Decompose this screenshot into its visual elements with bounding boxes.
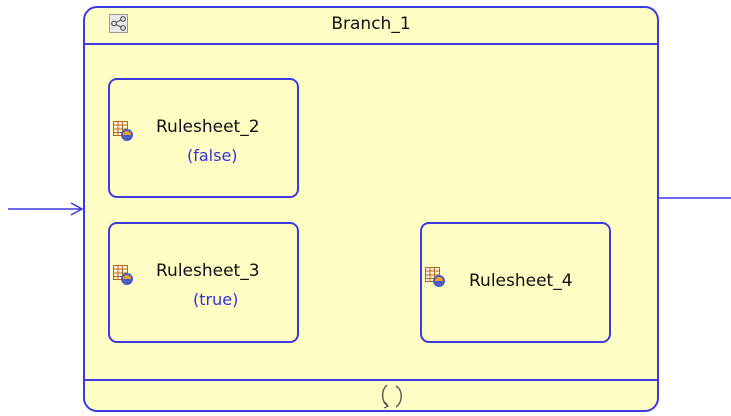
node-rulesheet-3[interactable]: Rulesheet_3 (true)	[108, 222, 299, 343]
node-label: Rulesheet_2	[156, 117, 260, 137]
node-rulesheet-2[interactable]: Rulesheet_2 (false)	[108, 78, 299, 198]
node-rulesheet-4[interactable]: Rulesheet_4	[420, 222, 611, 343]
rulesheet-icon	[113, 121, 133, 141]
edge-incoming	[8, 202, 84, 216]
branch-container[interactable]: Branch_1	[83, 6, 659, 412]
node-condition: (false)	[187, 146, 238, 165]
branch-icon	[109, 14, 128, 33]
branch-header: Branch_1	[85, 8, 657, 45]
node-label: Rulesheet_3	[156, 261, 260, 281]
node-label: Rulesheet_4	[469, 271, 573, 291]
branch-footer	[85, 379, 657, 410]
rulesheet-icon	[425, 267, 445, 287]
node-condition: (true)	[193, 290, 239, 309]
loop-icon[interactable]	[381, 382, 403, 410]
rulesheet-icon	[113, 265, 133, 285]
branch-title: Branch_1	[331, 14, 411, 34]
